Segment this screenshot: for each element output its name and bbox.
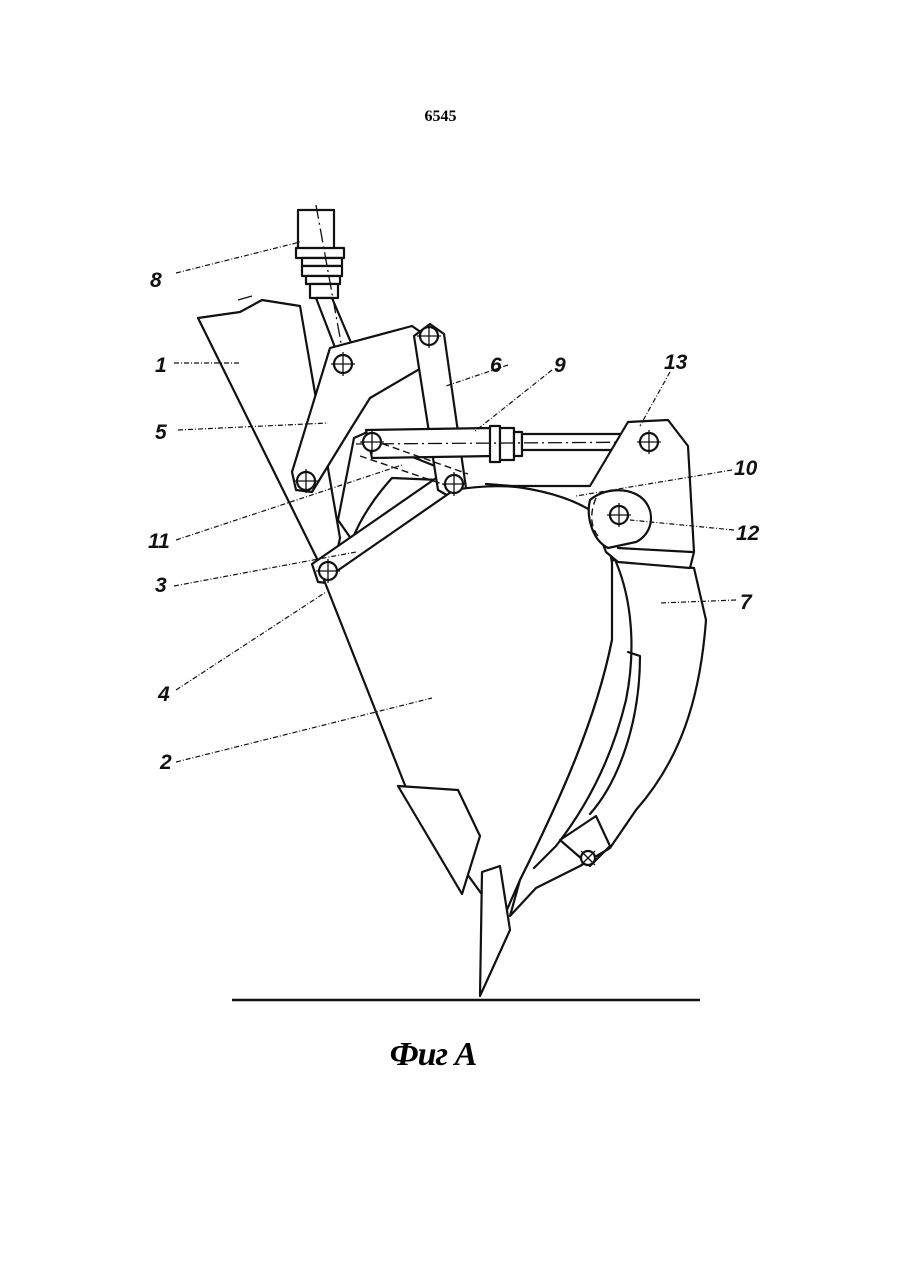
callout-4: 4 — [157, 683, 170, 706]
figure-caption: Фиг А — [0, 1036, 866, 1074]
callout-5: 5 — [155, 421, 167, 444]
frame-break-line — [238, 296, 252, 300]
callout-8: 8 — [150, 269, 162, 292]
callout-1: 1 — [155, 354, 167, 377]
callout-13: 13 — [664, 351, 688, 374]
callout-7: 7 — [740, 591, 753, 614]
callout-11: 11 — [148, 530, 170, 553]
callout-12: 12 — [736, 522, 760, 545]
callout-2: 2 — [159, 751, 172, 774]
callout-6: 6 — [490, 354, 502, 377]
pin-bolt-lower — [581, 851, 595, 865]
callout-3: 3 — [155, 574, 167, 597]
callout-9: 9 — [554, 354, 566, 377]
callout-10: 10 — [734, 457, 758, 480]
